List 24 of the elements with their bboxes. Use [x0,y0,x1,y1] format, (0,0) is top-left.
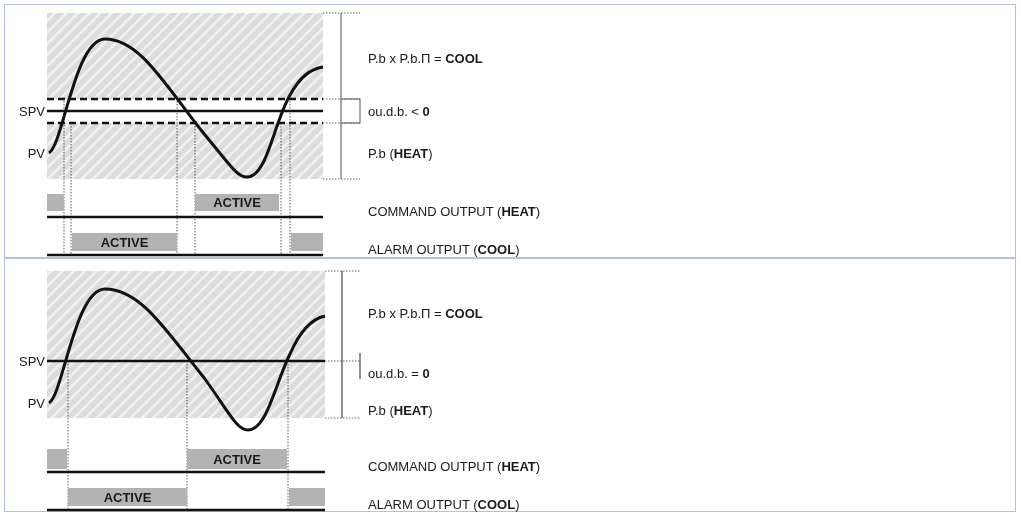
active-bar: ACTIVE [187,449,287,469]
description-text: P.b x P.b.Π = COOL [368,305,483,321]
output-bar [289,488,325,506]
description-text: COMMAND OUTPUT (HEAT) [368,203,541,219]
active-bar: ACTIVE [68,488,187,506]
active-bar: ACTIVE [195,194,279,211]
description-text: COMMAND OUTPUT (HEAT) [368,458,541,474]
description-text: ALARM OUTPUT (COOL) [368,496,520,512]
output-bar [291,233,323,251]
panel-frame [4,4,1016,258]
output-bar [47,449,67,469]
active-bar: ACTIVE [72,233,177,251]
description-text: ou.d.b. = 0 [368,365,430,381]
output-bar [47,194,64,211]
description-text: ALARM OUTPUT (COOL) [368,241,520,257]
panel-frame [4,258,1016,512]
axis-label: SPV [19,103,45,119]
axis-label: SPV [19,353,45,369]
axis-label: PV [27,145,45,161]
axis-label: PV [27,395,45,411]
description-text: P.b (HEAT) [368,402,433,418]
description-text: P.b (HEAT) [368,145,433,161]
description-text: ou.d.b. < 0 [368,103,430,119]
description-text: P.b x P.b.Π = COOL [368,50,483,66]
